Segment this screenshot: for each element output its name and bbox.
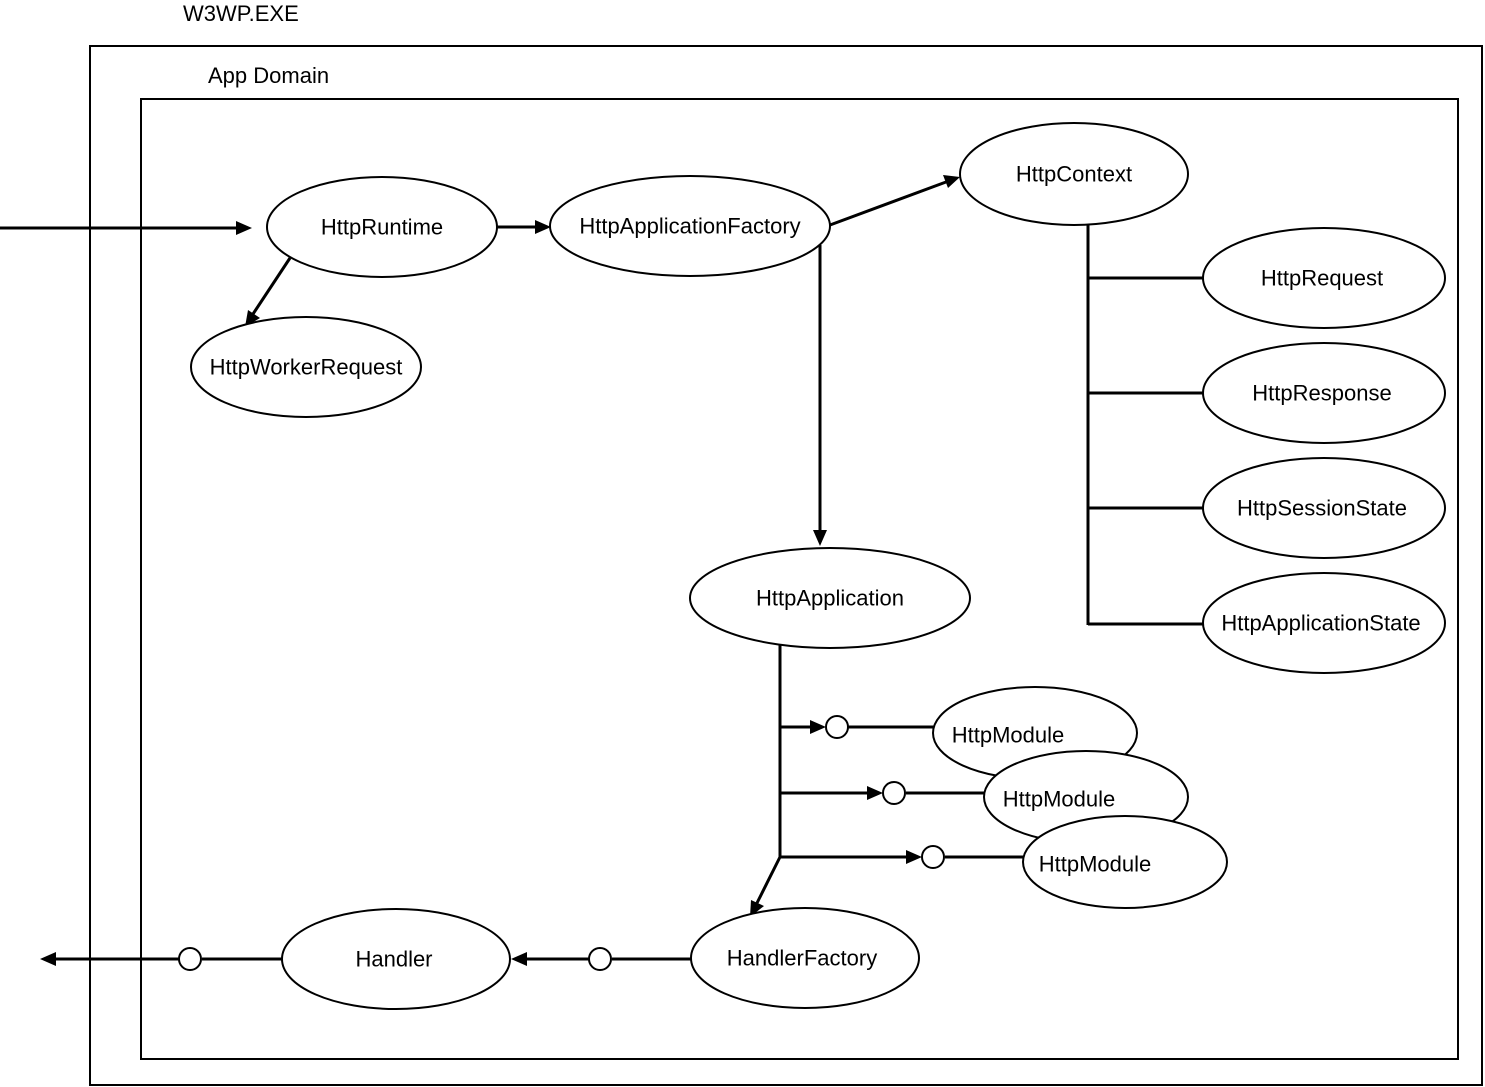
arrowhead-outgoing-response <box>40 952 56 966</box>
port-handler <box>178 947 202 971</box>
arrowhead-into-module-3-port <box>906 850 922 864</box>
edges <box>0 180 1204 961</box>
node-handler-label: Handler <box>355 947 432 972</box>
edge-appfactory-to-context <box>829 180 947 227</box>
node-http-module-3-label: HttpModule <box>1039 852 1152 877</box>
app-domain-label: App Domain <box>208 63 329 88</box>
port-module-1 <box>825 715 849 739</box>
arrowhead-into-application <box>813 530 827 546</box>
node-http-request: HttpRequest <box>1202 227 1446 329</box>
w3wp-process-box <box>89 45 1483 1086</box>
node-http-application-factory-label: HttpApplicationFactory <box>579 214 800 239</box>
port-module-3 <box>921 845 945 869</box>
node-http-worker-request-label: HttpWorkerRequest <box>210 355 403 380</box>
arrowhead-into-module-1-port <box>810 720 826 734</box>
node-http-worker-request: HttpWorkerRequest <box>190 316 422 418</box>
node-http-module-3: HttpModule <box>1022 815 1228 909</box>
node-handler: Handler <box>281 908 511 1010</box>
ports <box>178 715 945 971</box>
arrowhead-into-runtime <box>236 221 252 235</box>
app-domain-box <box>140 98 1459 1060</box>
node-http-response-label: HttpResponse <box>1252 381 1391 406</box>
node-http-application-state: HttpApplicationState <box>1202 572 1446 674</box>
node-http-application-label: HttpApplication <box>756 586 904 611</box>
node-http-session-state: HttpSessionState <box>1202 457 1446 559</box>
node-http-application: HttpApplication <box>689 547 971 649</box>
node-handler-factory-label: HandlerFactory <box>727 946 877 971</box>
edge-application-to-handlerfactory <box>755 856 782 904</box>
node-http-context: HttpContext <box>959 122 1189 226</box>
arrowhead-into-context <box>943 175 960 188</box>
node-http-context-label: HttpContext <box>1016 162 1132 187</box>
node-http-application-state-label: HttpApplicationState <box>1221 611 1420 636</box>
node-http-application-factory: HttpApplicationFactory <box>549 175 831 277</box>
arrowhead-into-appfactory <box>535 220 551 234</box>
arrowhead-into-handler <box>511 952 527 966</box>
edge-runtime-to-workerrequest <box>251 257 292 315</box>
node-http-runtime: HttpRuntime <box>266 176 498 278</box>
node-http-runtime-label: HttpRuntime <box>321 215 443 240</box>
node-http-module-2-label: HttpModule <box>1003 787 1116 812</box>
node-http-session-state-label: HttpSessionState <box>1237 496 1407 521</box>
node-http-response: HttpResponse <box>1202 342 1446 444</box>
w3wp-label: W3WP.EXE <box>183 1 299 26</box>
port-handlerfactory <box>588 947 612 971</box>
node-handler-factory: HandlerFactory <box>690 907 920 1009</box>
node-http-request-label: HttpRequest <box>1261 266 1383 291</box>
port-module-2 <box>882 781 906 805</box>
arrowhead-into-module-2-port <box>867 786 883 800</box>
node-http-module-1-label: HttpModule <box>952 723 1065 748</box>
